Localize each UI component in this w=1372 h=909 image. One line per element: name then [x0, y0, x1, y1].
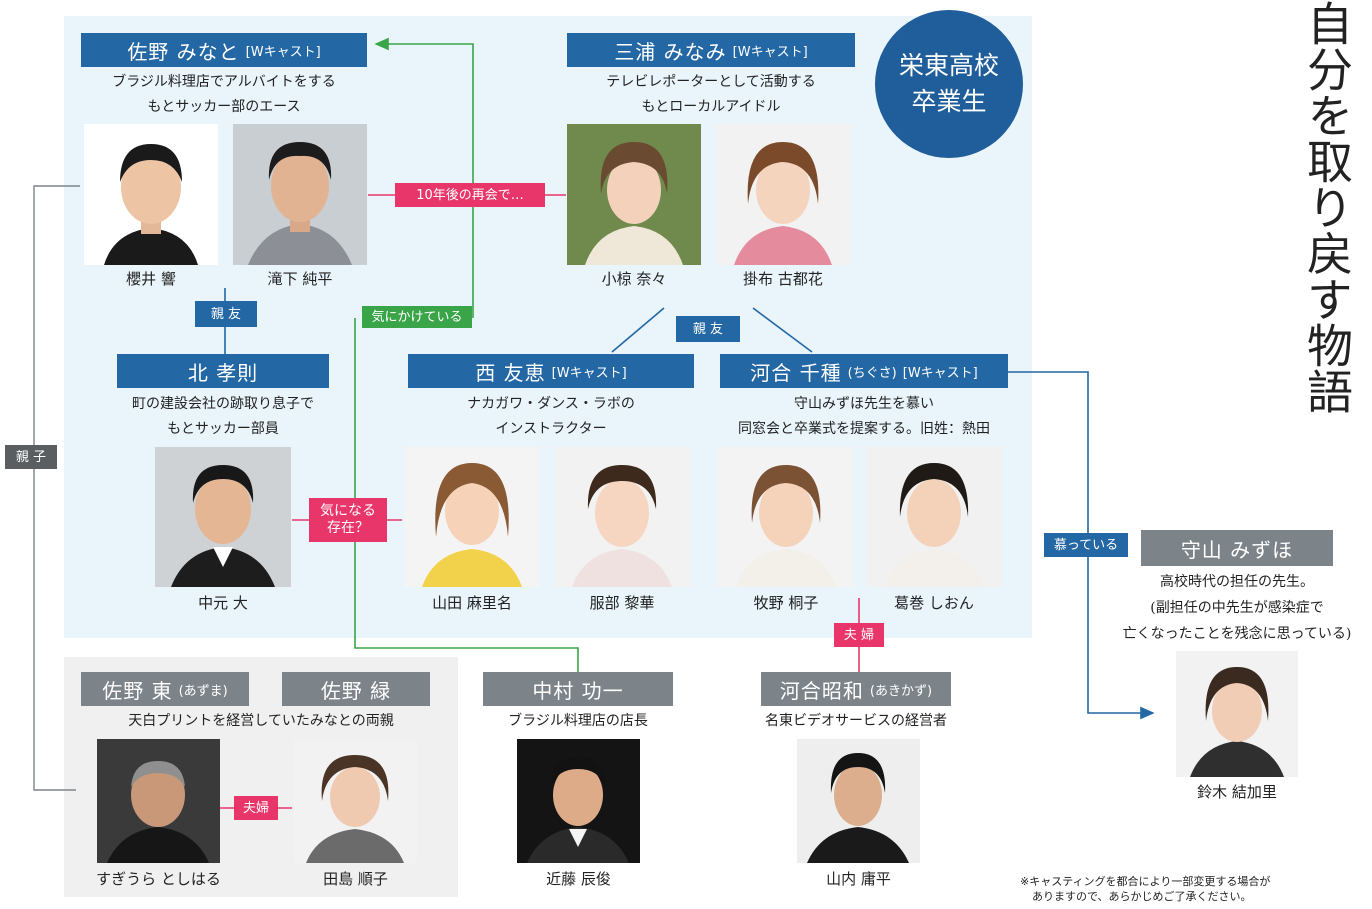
- minami-desc-1: テレビレポーターとして活動する: [606, 74, 816, 90]
- actor-name: 掛布 古都花: [743, 270, 823, 288]
- actor-name: 滝下 純平: [267, 270, 333, 288]
- kita-desc-1: 町の建設会社の跡取り息子で: [132, 396, 314, 412]
- minami-desc-2: もとローカルアイドル: [641, 99, 781, 115]
- parent-child-tag: 親 子: [5, 445, 57, 469]
- actor-name: 山内 庸平: [826, 870, 891, 888]
- minato-suffix: [Wキャスト]: [245, 44, 321, 60]
- chigusa-desc-1: 守山みずほ先生を慕い: [794, 396, 934, 412]
- moriyama-name: 守山 みずほ: [1180, 537, 1294, 562]
- chigusa-name-band: 河合 千種 (ちぐさ) [Wキャスト]: [720, 354, 1008, 388]
- actor-photo: [97, 739, 220, 863]
- school-badge-line2: 卒業生: [911, 87, 987, 116]
- kita-desc: 町の建設会社の跡取り息子で もとサッカー部員: [92, 392, 354, 442]
- school-badge-line1: 栄東高校: [898, 51, 999, 80]
- actor-photo: [517, 739, 640, 863]
- casting-note-line1: ※キャスティングを都合により一部変更する場合が: [1020, 875, 1271, 888]
- couple-tag: 夫婦: [234, 796, 278, 820]
- minato-name: 佐野 みなと: [127, 39, 240, 64]
- akikazu-name-band: 河合昭和 (あきかず): [761, 672, 951, 706]
- actor-name: 服部 黎華: [589, 594, 655, 612]
- actor-name: 櫻井 響: [126, 270, 176, 288]
- minami-suffix: [Wキャスト]: [732, 44, 808, 60]
- casting-note-line2: ありますので、あらかじめご了承ください。: [1032, 890, 1252, 903]
- tomoe-desc: ナカガワ・ダンス・ラボの インストラクター: [408, 392, 694, 442]
- tomoe-desc-2: インストラクター: [495, 421, 607, 437]
- moriyama-desc-2: (副担任の中先生が感染症で: [1150, 600, 1324, 616]
- actor-photo: [84, 124, 218, 265]
- chigusa-reading: (ちぐさ): [847, 365, 897, 381]
- moriyama-desc-3: 亡くなったことを残念に思っている): [1122, 626, 1352, 642]
- chigusa-desc-2: 同窓会と卒業式を提案する。旧姓：熱田: [738, 421, 990, 437]
- actor-photo: [866, 447, 1002, 587]
- moriyama-desc: 高校時代の担任の先生。 (副担任の中先生が感染症で 亡くなったことを残念に思って…: [1108, 569, 1366, 647]
- actor-photo: [233, 124, 367, 265]
- curious-tag-line1: 気になる: [320, 503, 376, 519]
- actor-name: 牧野 桐子: [753, 594, 819, 612]
- nakamura-name-band: 中村 功一: [483, 672, 673, 706]
- actor-photo: [718, 447, 854, 587]
- parents-desc: 天白プリントを経営していたみなとの両親: [128, 713, 394, 729]
- moriyama-name-band: 守山 みずほ: [1141, 530, 1333, 566]
- actor-photo: [404, 447, 540, 587]
- chigusa-name: 河合 千種: [750, 360, 842, 385]
- tomoe-desc-1: ナカガワ・ダンス・ラボの: [467, 396, 635, 412]
- couple-tag: 夫 婦: [834, 623, 884, 647]
- actor-photo: [797, 739, 920, 863]
- moriyama-desc-1: 高校時代の担任の先生。: [1160, 574, 1314, 590]
- admire-tag: 慕っている: [1044, 533, 1128, 557]
- actor-name: 葛巻 しおん: [894, 594, 974, 612]
- akikazu-name: 河合昭和: [779, 678, 864, 703]
- actor-name: 中元 大: [198, 594, 248, 612]
- minato-name-band: 佐野 みなと [Wキャスト]: [81, 33, 367, 67]
- actor-photo: [567, 124, 701, 265]
- chigusa-suffix: [Wキャスト]: [902, 365, 978, 381]
- best-friend-tag: 親 友: [676, 316, 740, 342]
- minato-desc: ブラジル料理店でアルバイトをする もとサッカー部のエース: [81, 70, 367, 120]
- azuma-reading: (あずま): [178, 683, 228, 699]
- actor-name: 山田 麻里名: [432, 594, 512, 612]
- midori-name: 佐野 緑: [320, 678, 392, 703]
- actor-name: すぎうら としはる: [96, 870, 221, 888]
- casting-note: ※キャスティングを都合により一部変更する場合が ありますので、あらかじめご了承く…: [1020, 874, 1270, 904]
- care-about-tag: 気にかけている: [362, 306, 472, 328]
- kita-name-band: 北 孝則: [117, 354, 329, 388]
- akikazu-reading: (あきかず): [869, 683, 933, 699]
- best-friend-tag: 親 友: [195, 301, 257, 327]
- midori-name-band: 佐野 緑: [282, 672, 430, 706]
- page-title: 自分を取り戻す物語: [1300, 0, 1354, 414]
- akikazu-desc: 名東ビデオサービスの経営者: [765, 713, 947, 729]
- tomoe-name-band: 西 友恵 [Wキャスト]: [408, 354, 694, 388]
- actor-name: 小椋 奈々: [601, 270, 667, 288]
- school-badge: 栄東高校 卒業生: [875, 10, 1023, 158]
- minami-desc: テレビレポーターとして活動する もとローカルアイドル: [567, 70, 855, 120]
- curious-tag-line2: 存在？: [327, 520, 369, 536]
- actor-photo: [554, 447, 690, 587]
- actor-name: 田島 順子: [323, 870, 388, 888]
- kita-desc-2: もとサッカー部員: [167, 421, 279, 437]
- azuma-name-band: 佐野 東 (あずま): [81, 672, 249, 706]
- nakamura-desc: ブラジル料理店の店長: [508, 713, 648, 729]
- chigusa-desc: 守山みずほ先生を慕い 同窓会と卒業式を提案する。旧姓：熱田: [706, 392, 1022, 442]
- tomoe-suffix: [Wキャスト]: [551, 365, 627, 381]
- minato-desc-1: ブラジル料理店でアルバイトをする: [112, 74, 336, 90]
- kita-name: 北 孝則: [187, 360, 259, 385]
- minato-desc-2: もとサッカー部のエース: [147, 99, 301, 115]
- minami-name-band: 三浦 みなみ [Wキャスト]: [567, 33, 855, 67]
- tomoe-name: 西 友恵: [475, 360, 546, 385]
- actor-name: 近藤 辰俊: [546, 870, 611, 888]
- actor-photo: [716, 124, 850, 265]
- actor-photo: [294, 739, 417, 863]
- minami-name: 三浦 みなみ: [614, 39, 727, 64]
- nakamura-name: 中村 功一: [532, 678, 624, 703]
- azuma-name: 佐野 東: [102, 678, 173, 703]
- reunion-tag: 10年後の再会で…: [395, 183, 545, 207]
- actor-photo: [1176, 651, 1298, 777]
- actor-photo: [155, 447, 291, 587]
- curious-tag: 気になる 存在？: [309, 498, 387, 542]
- actor-name: 鈴木 結加里: [1197, 783, 1277, 801]
